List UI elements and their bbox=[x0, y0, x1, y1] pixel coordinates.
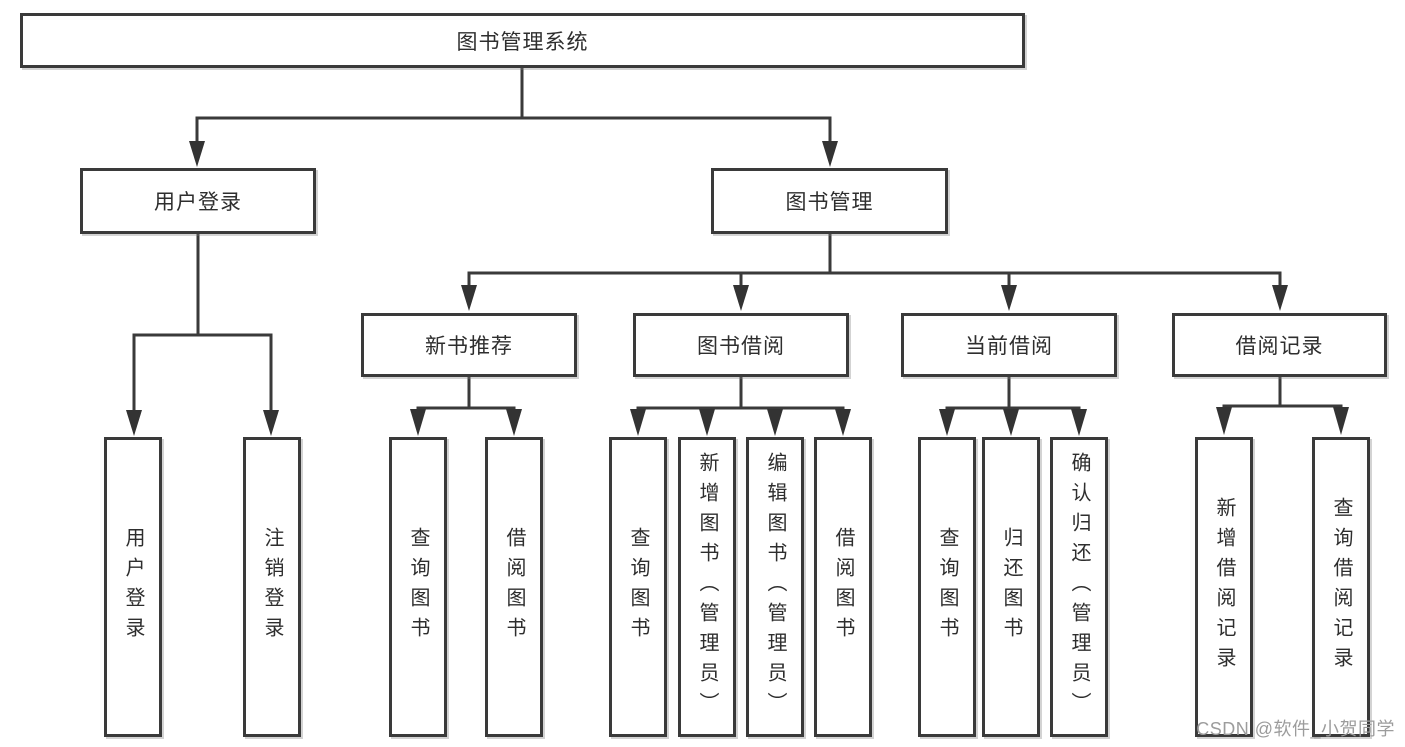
arrowhead bbox=[835, 409, 851, 436]
arrowhead bbox=[939, 409, 955, 436]
arrowhead bbox=[630, 409, 646, 436]
arrowhead bbox=[1216, 407, 1232, 435]
node-label: 新增借阅记录 bbox=[1213, 497, 1235, 677]
leaf-bb-edit-books-admin: 编辑图书（管理员） bbox=[746, 437, 804, 737]
leaf-user-login: 用户登录 bbox=[104, 437, 162, 737]
node-root: 图书管理系统 bbox=[20, 13, 1025, 68]
node-current-borrowing: 当前借阅 bbox=[901, 313, 1117, 377]
arrowhead bbox=[126, 410, 142, 436]
node-label: 编辑图书（管理员） bbox=[764, 452, 786, 722]
arrowhead bbox=[822, 141, 838, 167]
node-label: 用户登录 bbox=[154, 191, 242, 214]
connector-root bbox=[195, 68, 832, 142]
leaf-nbr-borrow-books: 借阅图书 bbox=[485, 437, 543, 737]
node-label: 查询图书 bbox=[627, 527, 649, 647]
leaf-br-query-record: 查询借阅记录 bbox=[1312, 437, 1370, 737]
arrowhead bbox=[1003, 409, 1019, 436]
node-label: 借阅图书 bbox=[503, 527, 525, 647]
node-label: 查询图书 bbox=[407, 527, 429, 647]
csdn-watermark: CSDN @软件_小贺同学 bbox=[1196, 719, 1395, 739]
leaf-bb-borrow-books: 借阅图书 bbox=[814, 437, 872, 737]
arrowhead bbox=[733, 285, 749, 311]
leaf-cb-confirm-return-admin: 确认归还（管理员） bbox=[1050, 437, 1108, 737]
node-borrowing-records: 借阅记录 bbox=[1172, 313, 1387, 377]
arrowhead bbox=[410, 409, 426, 436]
arrowhead bbox=[1001, 285, 1017, 311]
connector-book-management bbox=[467, 234, 1282, 286]
leaf-cb-query-books: 查询图书 bbox=[918, 437, 976, 737]
leaf-br-add-record: 新增借阅记录 bbox=[1195, 437, 1253, 737]
node-label: 查询图书 bbox=[936, 527, 958, 647]
node-label: 新书推荐 bbox=[425, 335, 513, 358]
connector-level3 bbox=[132, 377, 1343, 410]
arrowhead bbox=[189, 141, 205, 167]
arrowhead bbox=[1071, 409, 1087, 436]
node-book-management: 图书管理 bbox=[711, 168, 948, 234]
node-label: 注销登录 bbox=[261, 527, 283, 647]
leaf-cb-return-books: 归还图书 bbox=[982, 437, 1040, 737]
node-label: 新增图书（管理员） bbox=[696, 452, 718, 722]
arrowhead bbox=[461, 285, 477, 311]
node-new-book-recommend: 新书推荐 bbox=[361, 313, 577, 377]
node-label: 归还图书 bbox=[1000, 527, 1022, 647]
node-label: 借阅记录 bbox=[1235, 335, 1324, 358]
node-user-login: 用户登录 bbox=[80, 168, 316, 234]
arrowhead bbox=[506, 409, 522, 436]
node-label: 用户登录 bbox=[122, 527, 144, 647]
connector-user-login bbox=[132, 234, 273, 412]
node-label: 借阅图书 bbox=[832, 527, 854, 647]
arrowhead bbox=[1272, 285, 1288, 311]
node-book-borrowing: 图书借阅 bbox=[633, 313, 849, 377]
arrowhead bbox=[263, 410, 279, 436]
leaf-bb-query-books: 查询图书 bbox=[609, 437, 667, 737]
node-label: 图书借阅 bbox=[697, 335, 785, 358]
leaf-nbr-query-books: 查询图书 bbox=[389, 437, 447, 737]
node-label: 当前借阅 bbox=[965, 335, 1053, 358]
leaf-logout: 注销登录 bbox=[243, 437, 301, 737]
leaf-bb-add-books-admin: 新增图书（管理员） bbox=[678, 437, 736, 737]
node-label: 查询借阅记录 bbox=[1330, 497, 1352, 677]
arrowhead bbox=[699, 409, 715, 436]
node-label: 图书管理 bbox=[785, 191, 874, 214]
node-label: 确认归还（管理员） bbox=[1068, 452, 1090, 722]
arrowhead bbox=[767, 409, 783, 436]
node-label: 图书管理系统 bbox=[456, 30, 589, 54]
arrowhead bbox=[1333, 407, 1349, 435]
